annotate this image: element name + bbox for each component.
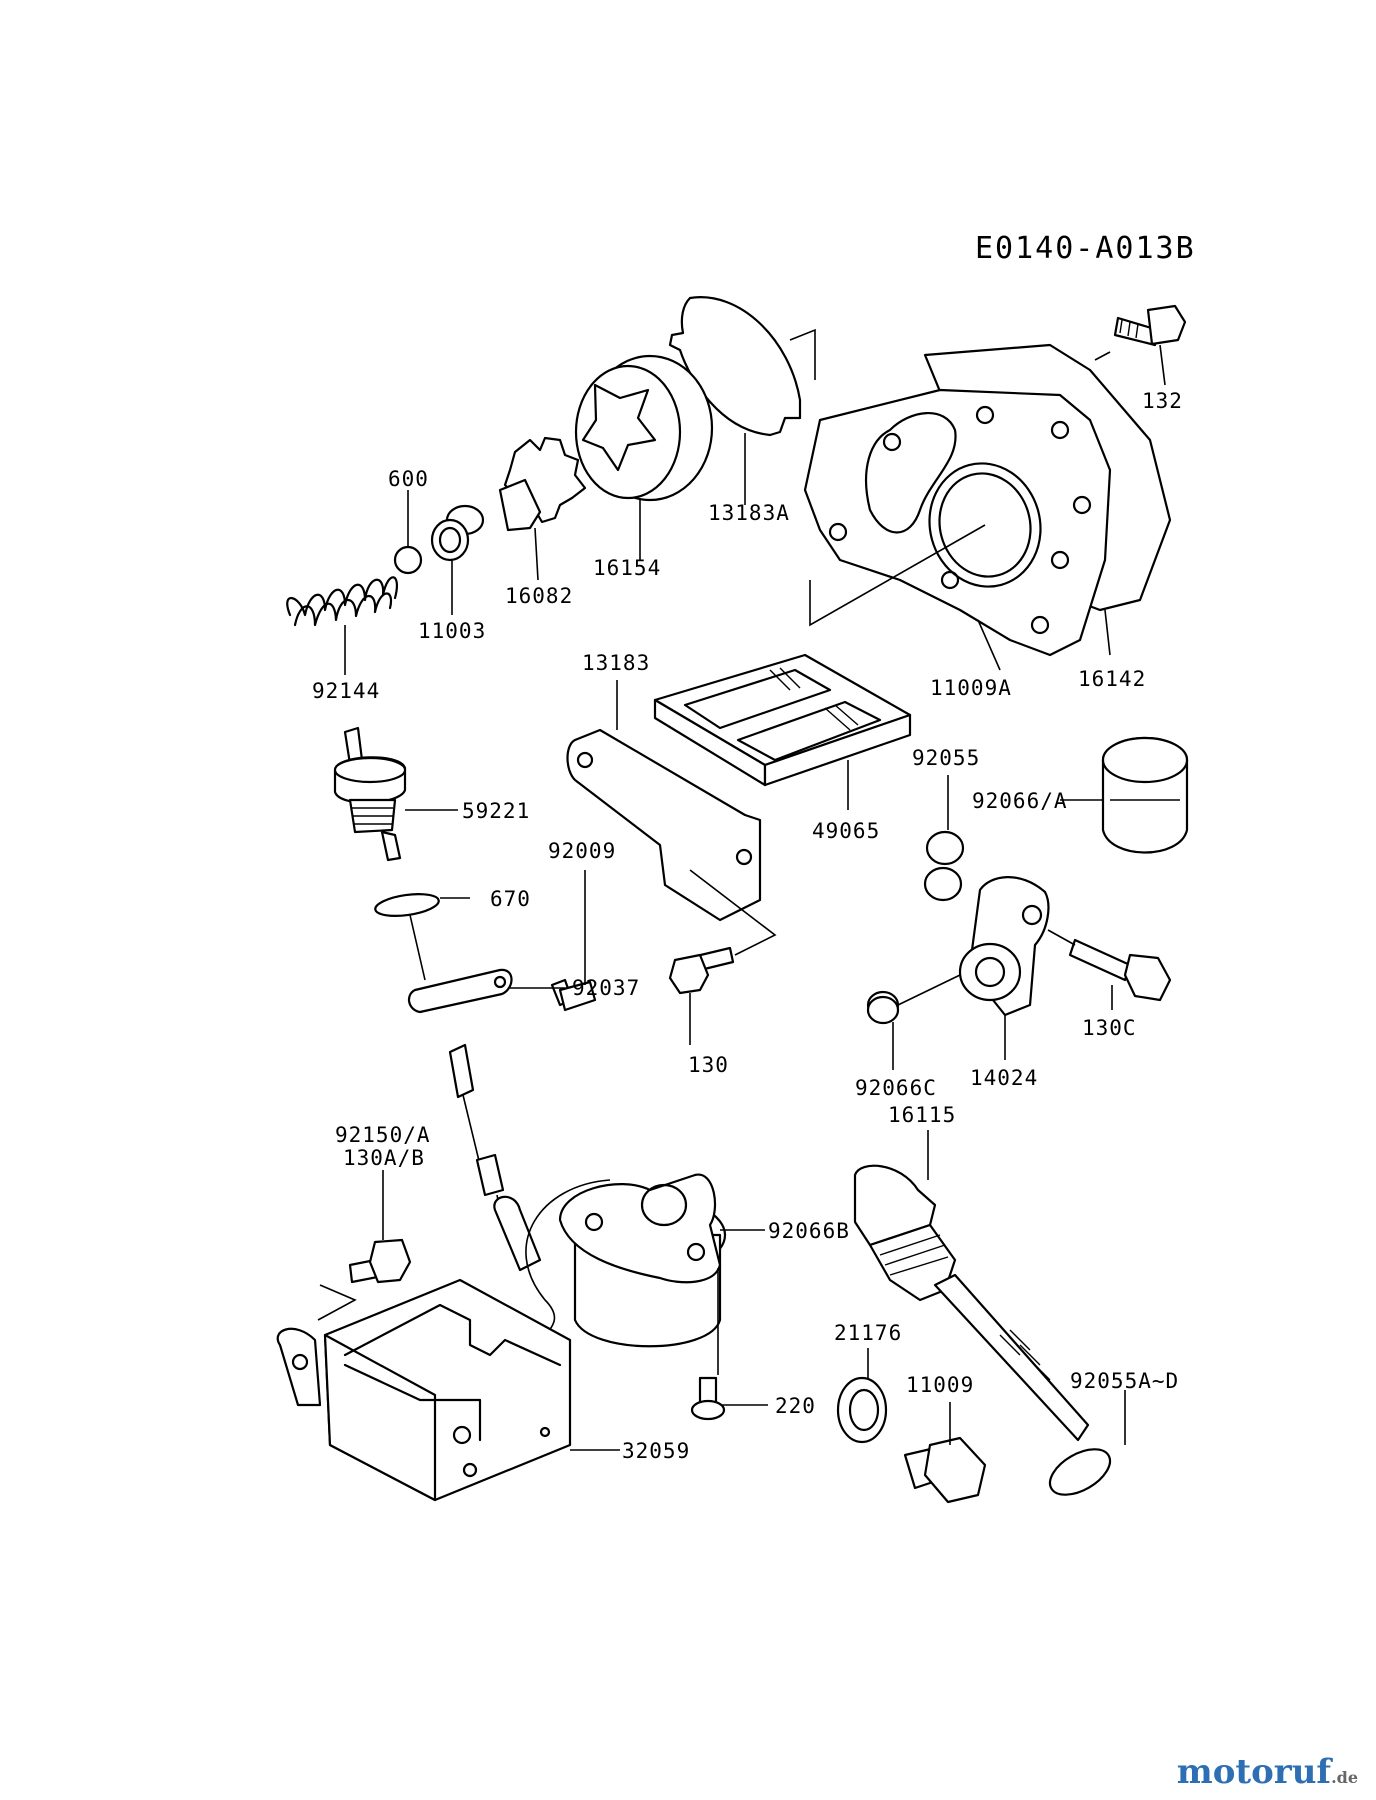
label-59221: 59221 xyxy=(462,799,530,823)
label-11003: 11003 xyxy=(418,619,486,643)
bracket-92037 xyxy=(407,968,513,1014)
bolt-132 xyxy=(1113,304,1187,347)
label-14024: 14024 xyxy=(970,1066,1038,1090)
label-92055AD: 92055A~D xyxy=(1070,1369,1179,1393)
bolt-130 xyxy=(668,946,735,995)
label-130: 130 xyxy=(688,1053,729,1077)
label-600: 600 xyxy=(388,467,429,491)
washer-11009 xyxy=(836,1376,888,1444)
inner-rotor-16082 xyxy=(498,436,587,532)
strainer-bracket-13183 xyxy=(566,728,762,922)
fitting-14024 xyxy=(958,876,1050,1017)
bolt-130C xyxy=(1068,938,1172,1002)
label-92066A: 92066/A xyxy=(972,789,1068,813)
watermark-logo: motoruf.de xyxy=(1177,1752,1358,1792)
dipstick-16115 xyxy=(853,1164,1090,1442)
o-ring-670 xyxy=(374,893,440,917)
label-670: 670 xyxy=(490,887,531,911)
filter-screen-49065 xyxy=(653,653,912,787)
watermark-main: motoruf xyxy=(1176,1752,1332,1792)
label-49065: 49065 xyxy=(812,819,880,843)
label-220: 220 xyxy=(775,1394,816,1418)
label-92055: 92055 xyxy=(912,746,980,770)
screw-92009 xyxy=(550,978,597,1012)
spring-92144 xyxy=(286,576,398,627)
label-11009: 21176 xyxy=(834,1321,902,1345)
drain-plug-92066B xyxy=(903,1436,987,1504)
label-92009: 92009 xyxy=(548,839,616,863)
label-16154: 16154 xyxy=(593,556,661,580)
label-132: 132 xyxy=(1142,389,1183,413)
switch-32059 xyxy=(276,1278,572,1502)
gasket-11009A xyxy=(803,388,1112,657)
o-rings-92055 xyxy=(923,830,965,902)
oil-sensor-21176 xyxy=(558,1173,727,1348)
label-92066C: 92066C xyxy=(855,1076,937,1100)
bolt-92150A xyxy=(348,1238,412,1284)
label-32059: 32059 xyxy=(622,1439,690,1463)
label-11009A: 11009A xyxy=(930,676,1012,700)
label-21176: 92066B xyxy=(768,1219,850,1243)
o-ring-92055AD xyxy=(1048,1448,1112,1496)
label-92037: 92037 xyxy=(572,976,640,1000)
outer-rotor-16154 xyxy=(574,354,714,502)
relief-valve-59221 xyxy=(333,726,407,862)
plate-13183A xyxy=(668,296,802,437)
watermark-tld: .de xyxy=(1331,1768,1358,1787)
label-92144: 92144 xyxy=(312,679,380,703)
label-130C: 130C xyxy=(1082,1016,1137,1040)
plug-92066C xyxy=(866,990,900,1025)
label-13183: 13183 xyxy=(582,651,650,675)
label-13183A: 13183A xyxy=(708,501,790,525)
label-130AB: 130A/B xyxy=(343,1146,425,1170)
label-16142: 16142 xyxy=(1078,667,1146,691)
screw-220 xyxy=(690,1376,726,1421)
bushing-11003 xyxy=(430,504,485,562)
diagram-code: E0140-A013B xyxy=(975,231,1196,266)
label-16115: 16115 xyxy=(888,1103,956,1127)
label-16082: 16082 xyxy=(505,584,573,608)
plug-92066A xyxy=(1101,736,1189,854)
ball-600 xyxy=(393,545,423,575)
label-92066B: 11009 xyxy=(906,1373,974,1397)
label-92150A: 92150/A xyxy=(335,1123,431,1147)
